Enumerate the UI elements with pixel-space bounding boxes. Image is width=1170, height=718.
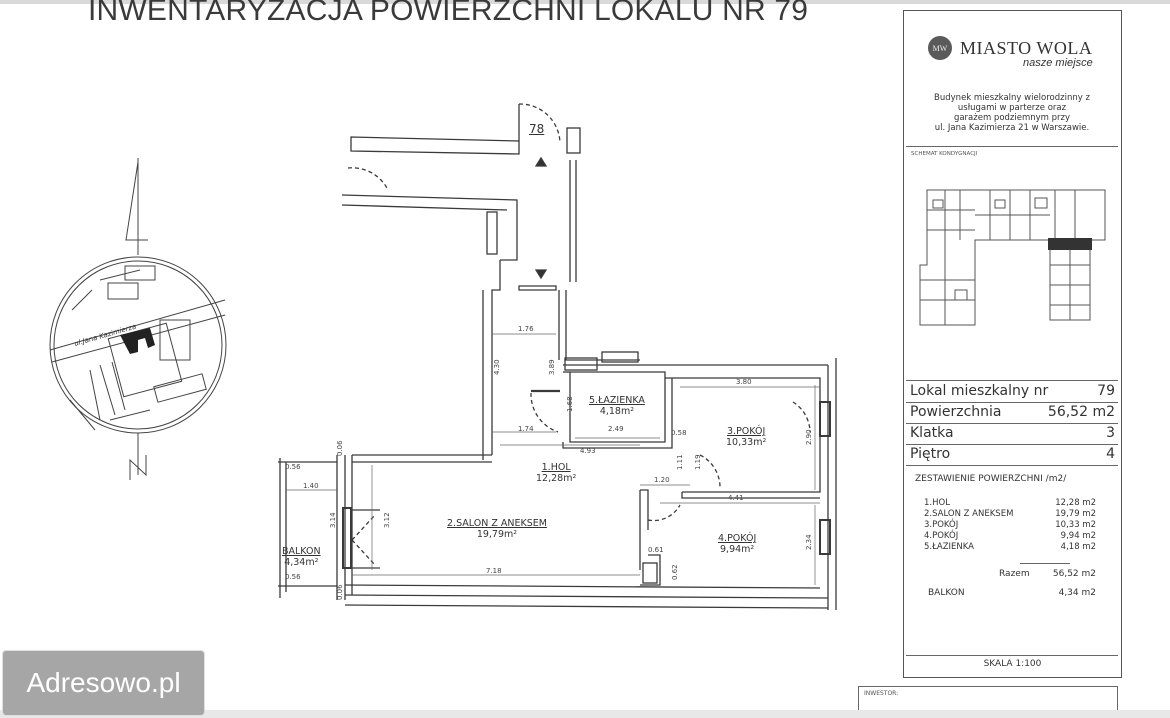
dimension-label: 4.41 <box>728 494 744 502</box>
room-label-pokoj-4: 4.POKÓJ 9,94m² <box>718 533 757 555</box>
sum-line <box>1020 563 1070 564</box>
dimension-label: 3.12 <box>383 512 391 528</box>
investor-label: INWESTOR: <box>864 690 899 697</box>
room-label-balkon: BALKON 4,34m² <box>282 546 321 568</box>
dimension-label: 1.40 <box>303 482 319 490</box>
room-label-salon: 2.SALON Z ANEKSEM 19,79m² <box>447 518 547 540</box>
top-edge <box>0 0 1170 4</box>
dimension-label: 0.58 <box>671 429 687 437</box>
dimension-label: 2.49 <box>608 425 624 433</box>
room-label-pokoj-3: 3.POKÓJ 10,33m² <box>726 426 767 448</box>
dimension-label: 0.61 <box>648 546 664 554</box>
dimension-label: 1.68 <box>566 396 574 412</box>
brand: MW MIASTO WOLA <box>928 36 1092 60</box>
divider <box>906 402 1118 404</box>
dimension-label: 3.80 <box>736 378 752 386</box>
divider <box>906 465 1118 467</box>
dimension-label: 0.62 <box>671 564 679 580</box>
divider <box>906 444 1118 446</box>
dimension-label: 4.30 <box>493 359 501 375</box>
brand-logo-icon: MW <box>928 36 952 60</box>
dimension-label: 2.90 <box>805 429 813 445</box>
summary-title: ZESTAWIENIE POWIERZCHNI /m2/ <box>915 474 1067 484</box>
dimension-label: 0.56 <box>285 463 301 471</box>
dimension-label: 2.34 <box>805 534 813 550</box>
brand-name: MIASTO WOLA <box>960 37 1093 58</box>
document-title: INWENTARYZACJA POWIERZCHNI LOKALU NR 79 <box>88 0 809 27</box>
bottom-edge <box>0 710 1170 718</box>
dimension-label: 7.18 <box>486 567 502 575</box>
dimension-label: 1.11 <box>676 454 684 470</box>
dimension-label: 1.20 <box>654 476 670 484</box>
divider <box>906 146 1118 148</box>
building-description: Budynek mieszkalny wielorodzinny z usług… <box>934 93 1090 133</box>
dimension-label: 1.19 <box>694 454 702 470</box>
dimension-label: 3.14 <box>329 512 337 528</box>
floor-plan-drawing: ul.Jana Kazimierza <box>49 103 837 610</box>
dimension-label: 0.56 <box>285 573 301 581</box>
divider <box>906 423 1118 425</box>
dimension-label: 1.74 <box>518 425 534 433</box>
scale-label: SKALA 1:100 <box>983 659 1042 669</box>
dimension-label: 1.76 <box>518 325 534 333</box>
watermark-badge[interactable]: Adresowo.pl <box>2 650 205 716</box>
neighbor-unit-number: 78 <box>529 122 545 136</box>
schema-label: SCHEMAT KONDYGNACJI <box>911 151 978 157</box>
brand-tagline: nasze miejsce <box>1023 57 1093 69</box>
divider <box>906 380 1118 382</box>
building-schema-drawing <box>919 189 1106 326</box>
divider <box>906 655 1118 657</box>
watermark-text: Adresowo.pl <box>26 667 181 698</box>
title-block-panel <box>903 10 1122 678</box>
dimension-label: 3.89 <box>548 359 556 375</box>
investor-box <box>858 686 1118 718</box>
dimension-label: 0.06 <box>336 440 344 456</box>
room-label-hol: 1.HOL 12,28m² <box>536 462 577 484</box>
room-label-lazienka: 5.ŁAZIENKA 4,18m² <box>589 395 645 417</box>
dimension-label: 4.93 <box>580 447 596 455</box>
dimension-label: 0.06 <box>336 584 344 600</box>
